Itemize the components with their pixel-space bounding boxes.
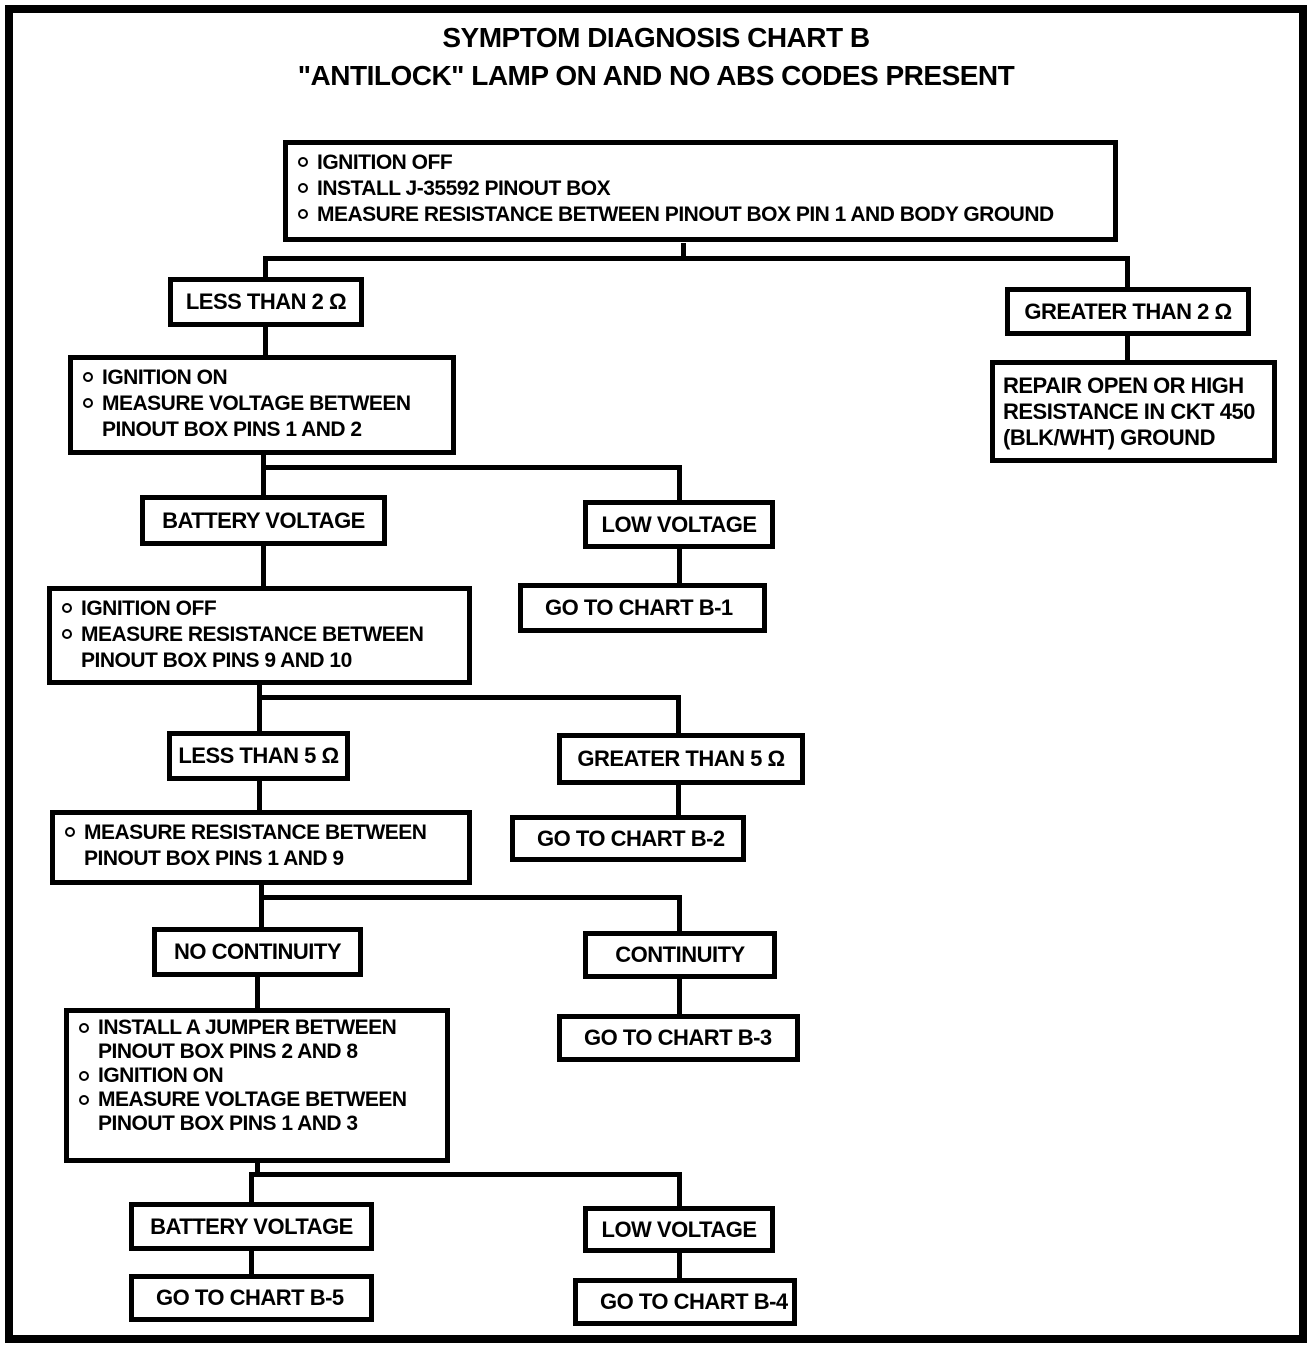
node-ignition-on-measure-pins-1-2: IGNITION ON MEASURE VOLTAGE BETWEEN PINO… xyxy=(68,355,456,455)
node-go-to-chart-b3: GO TO CHART B-3 xyxy=(557,1014,800,1062)
connector-line xyxy=(249,1172,682,1177)
node-label: GO TO CHART B-3 xyxy=(584,1025,772,1051)
node-label: GREATER THAN 5 Ω xyxy=(577,746,785,772)
bullet-icon xyxy=(83,372,93,382)
node-less-than-5-ohms: LESS THAN 5 Ω xyxy=(167,731,350,781)
connector-line xyxy=(1125,256,1130,289)
chart-subtitle: "ANTILOCK" LAMP ON AND NO ABS CODES PRES… xyxy=(297,60,1015,91)
connector-line xyxy=(257,683,262,699)
bullet-icon xyxy=(298,183,308,193)
bullet-item: IGNITION OFF xyxy=(60,596,461,622)
node-label: GO TO CHART B-1 xyxy=(545,595,733,621)
node-go-to-chart-b5: GO TO CHART B-5 xyxy=(129,1274,374,1322)
connector-line xyxy=(261,465,266,497)
node-go-to-chart-b4: GO TO CHART B-4 xyxy=(573,1278,797,1326)
bullet-item: MEASURE VOLTAGE BETWEEN PINOUT BOX PINS … xyxy=(81,391,445,443)
bullet-item: MEASURE RESISTANCE BETWEEN PINOUT BOX PI… xyxy=(60,622,461,674)
node-greater-than-5-ohms: GREATER THAN 5 Ω xyxy=(557,733,805,785)
bullet-icon xyxy=(79,1095,89,1105)
node-less-than-2-ohms: LESS THAN 2 Ω xyxy=(168,277,364,327)
connector-line xyxy=(261,465,682,470)
node-label: BATTERY VOLTAGE xyxy=(150,1213,353,1239)
bullet-icon xyxy=(62,603,72,613)
bullet-item: MEASURE RESISTANCE BETWEEN PINOUT BOX PI… xyxy=(296,202,1107,228)
connector-line xyxy=(257,695,681,700)
bullet-item: IGNITION ON xyxy=(77,1064,439,1088)
node-label: CONTINUITY xyxy=(615,942,745,968)
node-label: GREATER THAN 2 Ω xyxy=(1024,298,1232,324)
node-go-to-chart-b1: GO TO CHART B-1 xyxy=(518,583,767,633)
node-label: GO TO CHART B-2 xyxy=(537,825,725,851)
node-label: LESS THAN 5 Ω xyxy=(178,743,339,769)
connector-line xyxy=(676,783,681,817)
bullet-item: IGNITION ON xyxy=(81,365,445,391)
node-greater-than-2-ohms: GREATER THAN 2 Ω xyxy=(1005,287,1251,336)
node-label: LOW VOLTAGE xyxy=(601,1216,758,1242)
connector-line xyxy=(677,465,682,502)
connector-line xyxy=(259,895,264,929)
node-measure-pins-1-9: MEASURE RESISTANCE BETWEEN PINOUT BOX PI… xyxy=(50,810,472,885)
connector-line xyxy=(255,1161,260,1177)
connector-line xyxy=(261,453,266,469)
node-label: GO TO CHART B-5 xyxy=(156,1285,344,1311)
connector-line xyxy=(677,547,682,585)
node-install-jumper-measure-pins-1-3: INSTALL A JUMPER BETWEEN PINOUT BOX PINS… xyxy=(64,1008,450,1163)
node-start-instructions: IGNITION OFF INSTALL J-35592 PINOUT BOX … xyxy=(283,140,1118,242)
connector-line xyxy=(249,1172,254,1204)
connector-line xyxy=(261,544,266,588)
connector-line xyxy=(257,695,262,733)
node-battery-voltage-2: BATTERY VOLTAGE xyxy=(129,1202,374,1251)
node-label: BATTERY VOLTAGE xyxy=(162,507,365,533)
connector-line xyxy=(681,243,686,259)
node-low-voltage-1: LOW VOLTAGE xyxy=(583,500,775,549)
connector-line xyxy=(263,256,268,279)
node-battery-voltage-1: BATTERY VOLTAGE xyxy=(140,495,387,546)
bullet-icon xyxy=(298,157,308,167)
connector-line xyxy=(677,977,682,1016)
node-no-continuity: NO CONTINUITY xyxy=(152,927,363,977)
connector-line xyxy=(676,695,681,735)
bullet-icon xyxy=(65,827,75,837)
connector-line xyxy=(677,895,682,933)
connector-line xyxy=(255,975,260,1010)
connector-line xyxy=(257,779,262,812)
node-label: LOW VOLTAGE xyxy=(601,511,758,537)
node-ignition-off-measure-pins-9-10: IGNITION OFF MEASURE RESISTANCE BETWEEN … xyxy=(47,586,472,685)
bullet-item: INSTALL A JUMPER BETWEEN PINOUT BOX PINS… xyxy=(77,1016,439,1064)
node-continuity: CONTINUITY xyxy=(583,931,777,979)
bullet-icon xyxy=(62,629,72,639)
connector-line xyxy=(1125,334,1130,362)
node-go-to-chart-b2: GO TO CHART B-2 xyxy=(510,815,746,862)
connector-line xyxy=(249,1249,254,1276)
connector-line xyxy=(263,325,268,357)
bullet-item: MEASURE VOLTAGE BETWEEN PINOUT BOX PINS … xyxy=(77,1088,439,1136)
node-label: NO CONTINUITY xyxy=(173,939,342,965)
bullet-icon xyxy=(298,209,308,219)
bullet-item: IGNITION OFF xyxy=(296,150,1107,176)
connector-line xyxy=(677,1251,682,1280)
bullet-icon xyxy=(79,1071,89,1081)
node-repair-ckt-450: REPAIR OPEN OR HIGH RESISTANCE IN CKT 45… xyxy=(990,360,1277,463)
node-label: REPAIR OPEN OR HIGH RESISTANCE IN CKT 45… xyxy=(1003,373,1255,450)
node-low-voltage-2: LOW VOLTAGE xyxy=(583,1206,775,1253)
bullet-icon xyxy=(83,398,93,408)
connector-line xyxy=(259,883,264,899)
bullet-item: MEASURE RESISTANCE BETWEEN PINOUT BOX PI… xyxy=(63,820,461,872)
bullet-icon xyxy=(79,1023,89,1033)
connector-line xyxy=(259,895,682,900)
node-label: LESS THAN 2 Ω xyxy=(185,289,347,315)
chart-title: SYMPTOM DIAGNOSIS CHART B xyxy=(442,22,870,53)
node-label: GO TO CHART B-4 xyxy=(600,1289,788,1315)
connector-line xyxy=(677,1172,682,1208)
connector-line xyxy=(263,256,1130,261)
bullet-item: INSTALL J-35592 PINOUT BOX xyxy=(296,176,1107,202)
